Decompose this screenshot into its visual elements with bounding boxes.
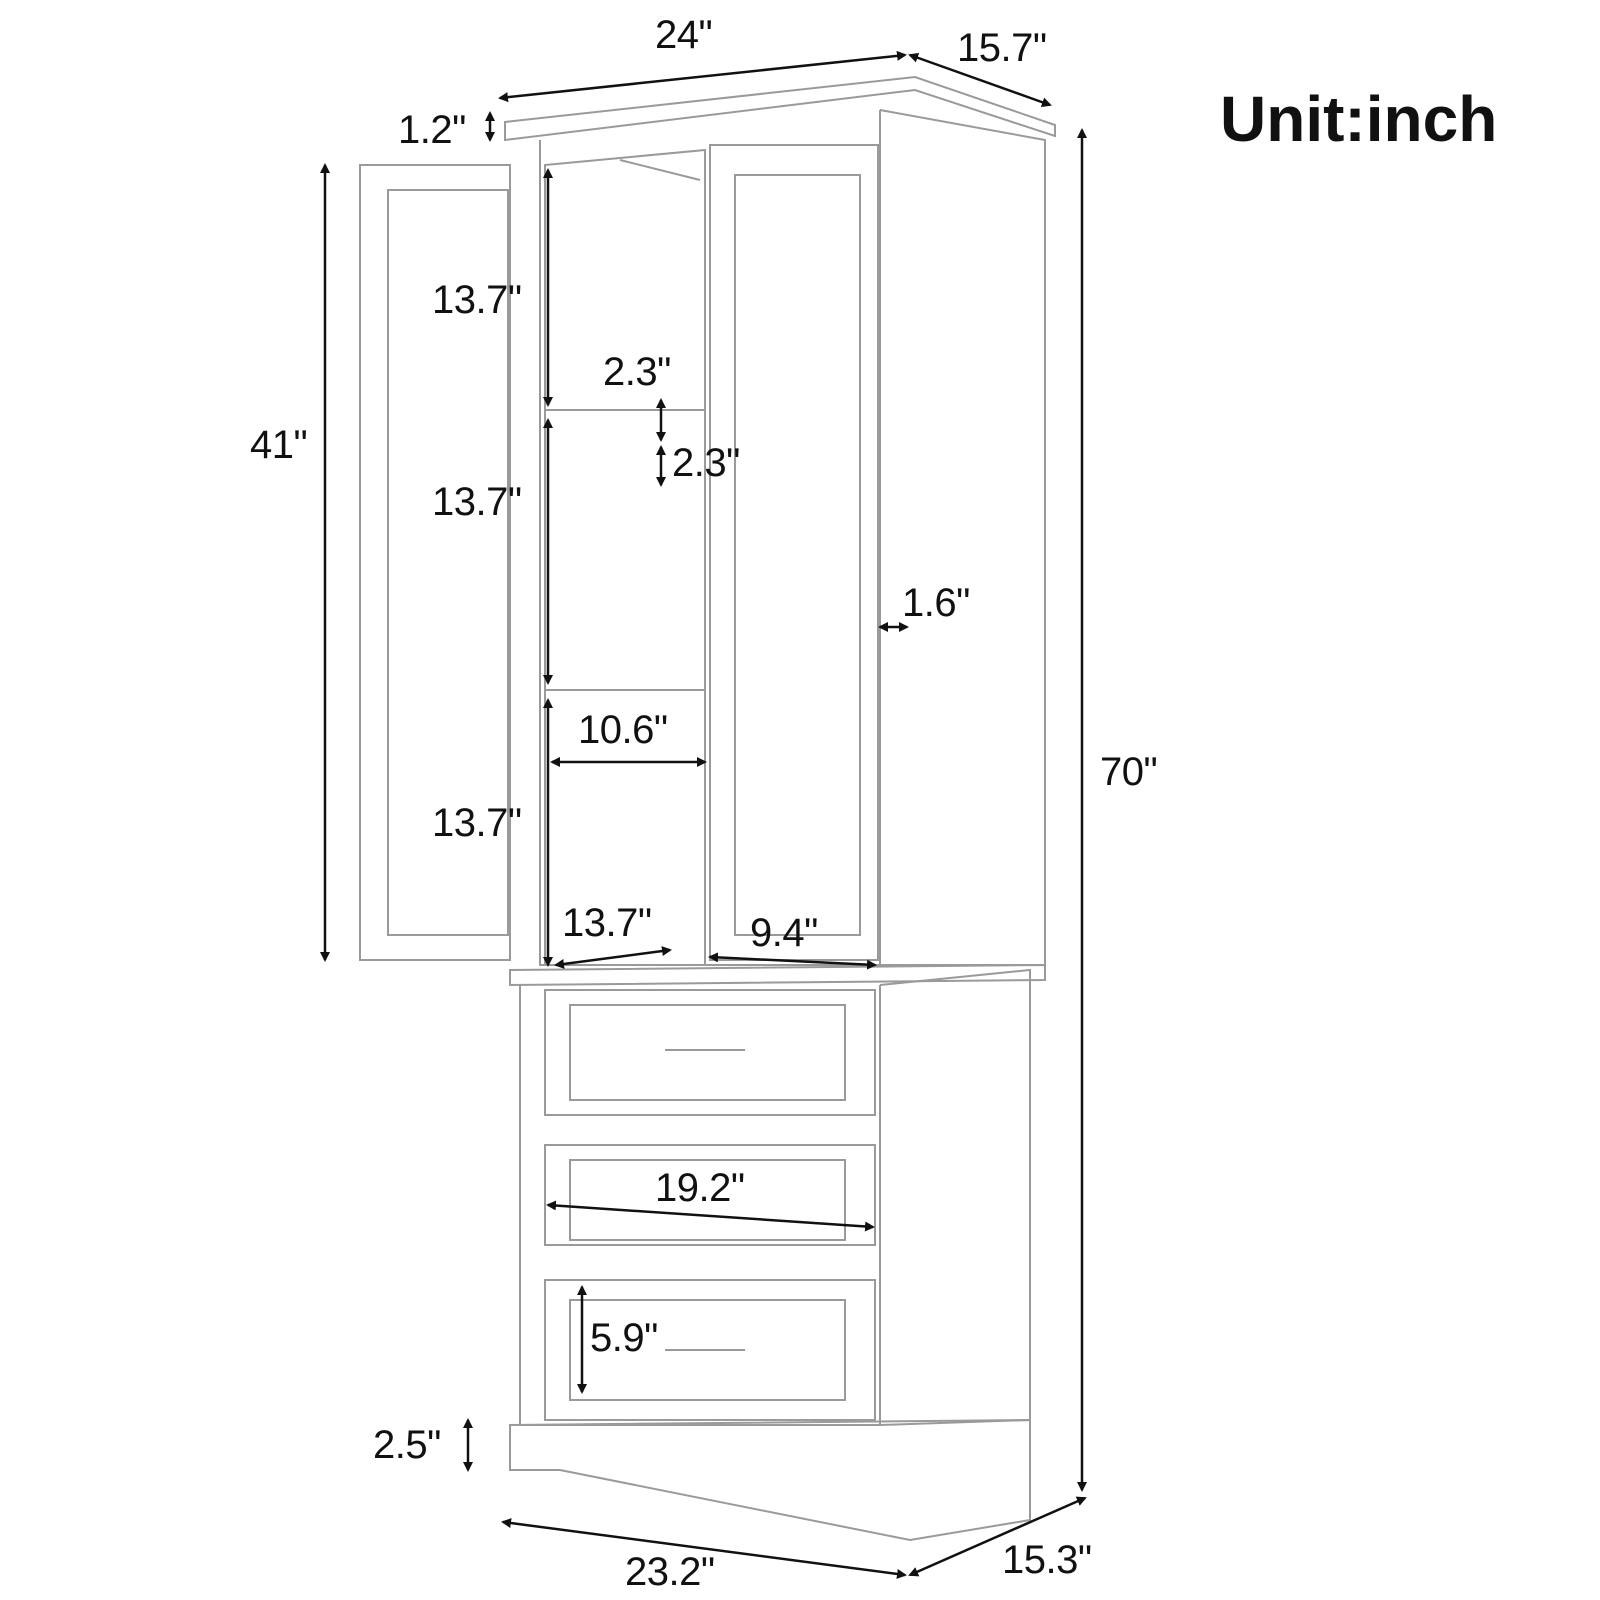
shelf-pin-spacing-1-label: 2.3" xyxy=(603,350,671,394)
unit-label: Unit:inch xyxy=(1220,83,1498,155)
bottom-width-label: 23.2" xyxy=(625,1550,715,1594)
base-height-label: 2.5" xyxy=(373,1423,441,1467)
drawer-width-label: 19.2" xyxy=(655,1166,745,1210)
shelf-space-2-label: 13.7" xyxy=(432,480,522,524)
bottom-depth-label: 15.3" xyxy=(1002,1538,1092,1582)
interior-width-left-label: 10.6" xyxy=(578,708,668,752)
shelf-pin-spacing-2-label: 2.3" xyxy=(672,441,740,485)
top-depth-label: 15.7" xyxy=(957,26,1047,70)
shelf-space-3-label: 13.7" xyxy=(432,801,522,845)
shelf-space-1-label: 13.7" xyxy=(432,278,522,322)
side-thickness-label: 1.6" xyxy=(902,581,970,625)
drawer-height-label: 5.9" xyxy=(590,1316,658,1360)
total-height-label: 70" xyxy=(1100,750,1158,794)
crown-height-label: 1.2" xyxy=(398,108,466,152)
interior-width-right-label: 9.4" xyxy=(750,911,818,955)
top-width-label: 24" xyxy=(655,13,713,57)
door-height-label: 41" xyxy=(250,423,308,467)
interior-depth-left-label: 13.7" xyxy=(562,901,652,945)
